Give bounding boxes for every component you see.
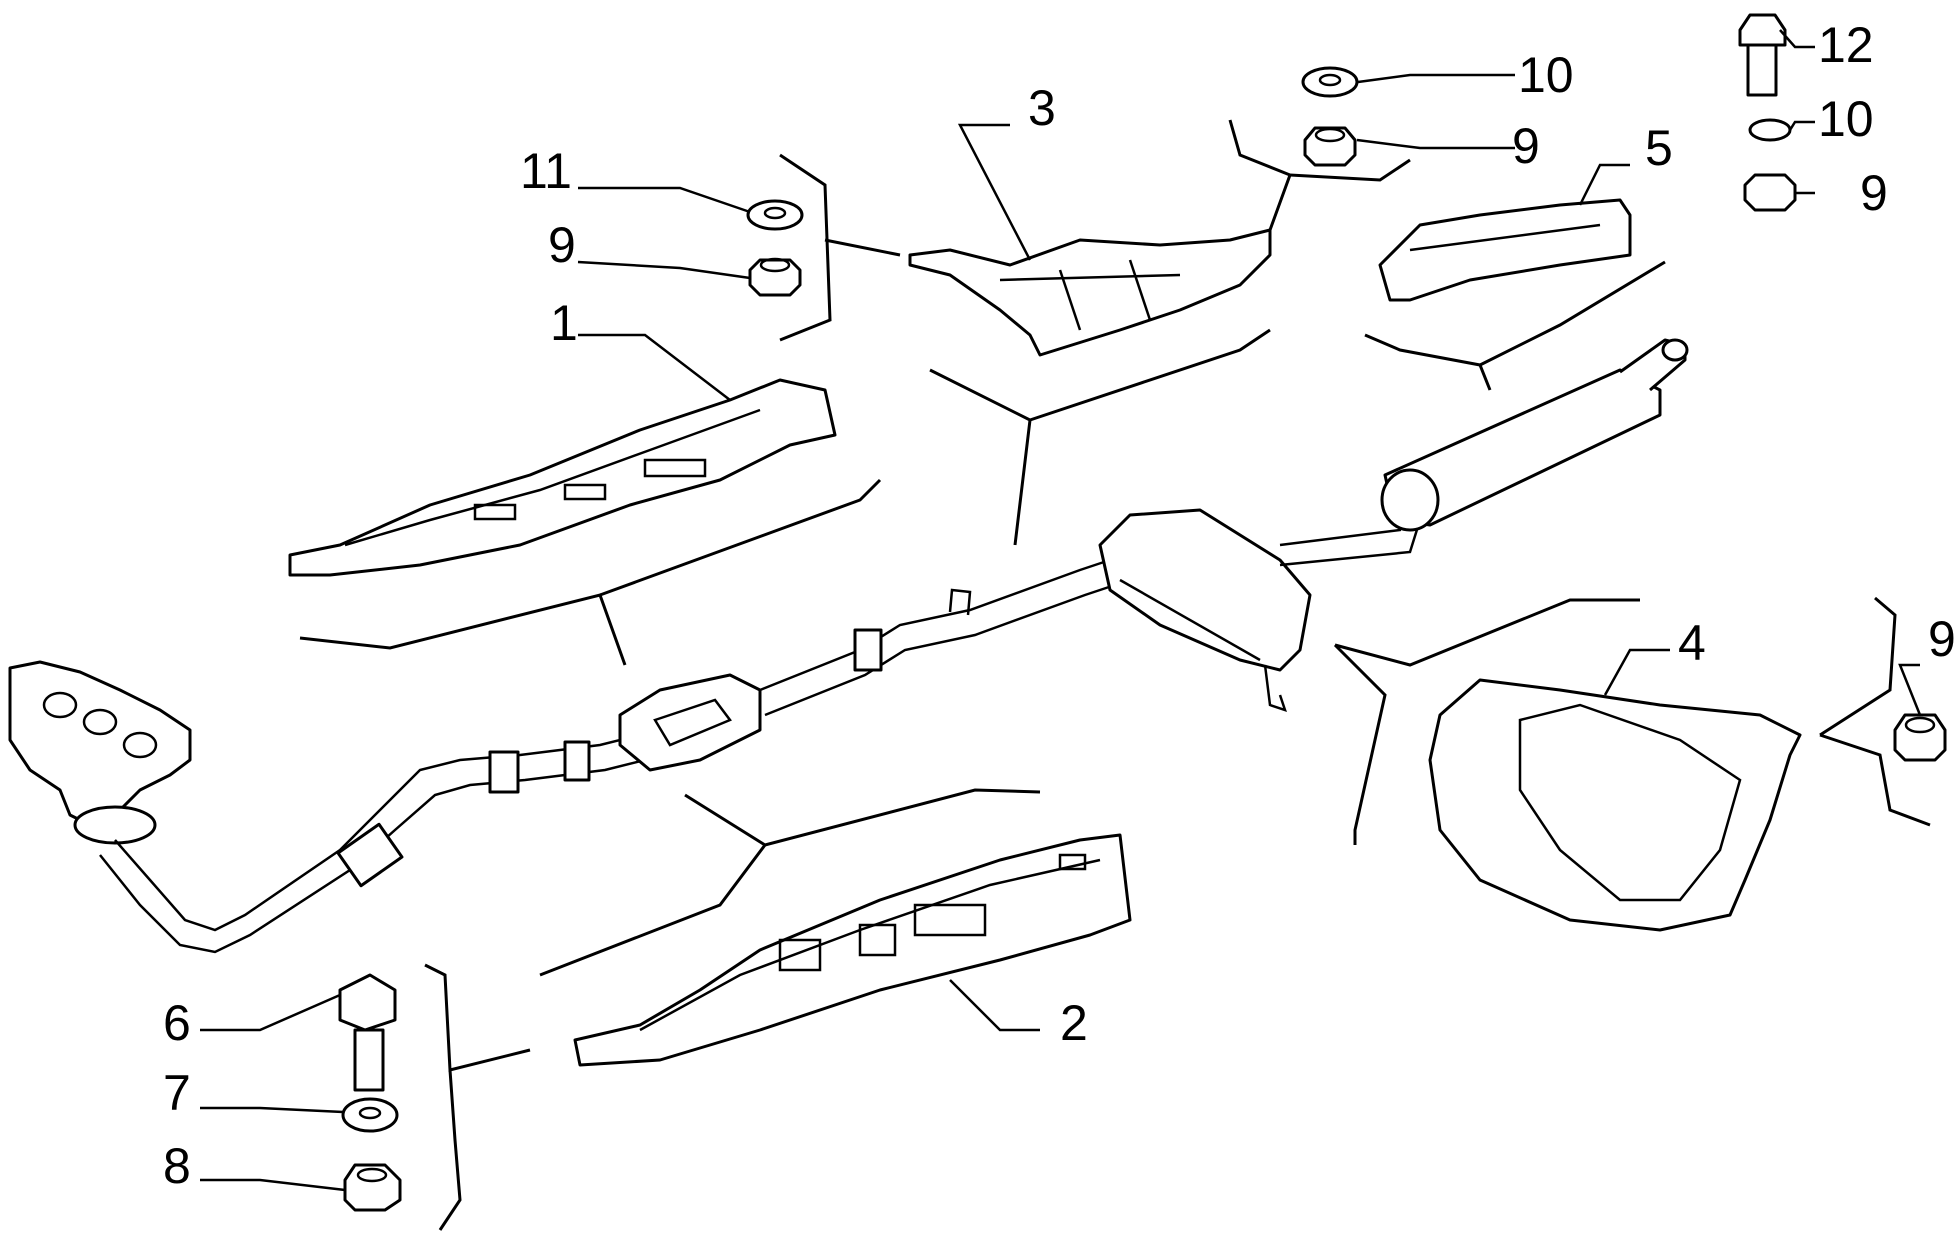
callout-11: 11 (520, 143, 572, 199)
callout-10-a: 10 (1518, 47, 1574, 103)
washer-7 (341, 1097, 399, 1133)
catalytic-converter (618, 673, 762, 772)
heat-shield-1 (288, 378, 837, 577)
heat-shield-5 (1378, 198, 1632, 302)
callout-2: 2 (1060, 995, 1088, 1051)
callout-9-c: 9 (1860, 165, 1888, 221)
heat-shield-4 (1428, 678, 1802, 932)
nut-9-a (748, 258, 802, 297)
nut-9-c (1743, 173, 1797, 212)
bolt-6 (338, 973, 397, 1032)
nut-8 (343, 1163, 402, 1212)
callout-6: 6 (163, 995, 191, 1051)
leader-lines (200, 29, 1922, 1192)
nut-9-b (1303, 126, 1357, 167)
callout-1: 1 (550, 295, 578, 351)
nut-9-d (1893, 713, 1947, 762)
exhaust-pipe (99, 558, 1116, 954)
callout-10-b: 10 (1818, 91, 1874, 147)
bolt-12 (1738, 13, 1787, 47)
callout-7: 7 (163, 1065, 191, 1121)
rear-muffler (1380, 338, 1689, 532)
washer-11 (746, 199, 804, 231)
callout-5: 5 (1645, 120, 1673, 176)
callout-labels: 11 9 1 3 10 9 5 12 10 9 4 9 2 6 7 8 (163, 17, 1955, 1194)
callout-4: 4 (1678, 615, 1706, 671)
exhaust-manifold (8, 660, 192, 845)
callout-9-b: 9 (1512, 118, 1540, 174)
heat-shield-3 (908, 228, 1272, 357)
hardware-parts (338, 13, 1947, 1212)
group-brackets (299, 119, 1931, 1231)
callout-9-a: 9 (548, 217, 576, 273)
callout-8: 8 (163, 1138, 191, 1194)
washer-10-a (1301, 66, 1359, 98)
center-silencer (1098, 493, 1446, 712)
washer-10-b (1748, 118, 1792, 142)
heat-shield-2 (573, 833, 1132, 1067)
callout-3: 3 (1028, 80, 1056, 136)
callout-12: 12 (1818, 17, 1874, 73)
callout-9-d: 9 (1928, 611, 1955, 667)
